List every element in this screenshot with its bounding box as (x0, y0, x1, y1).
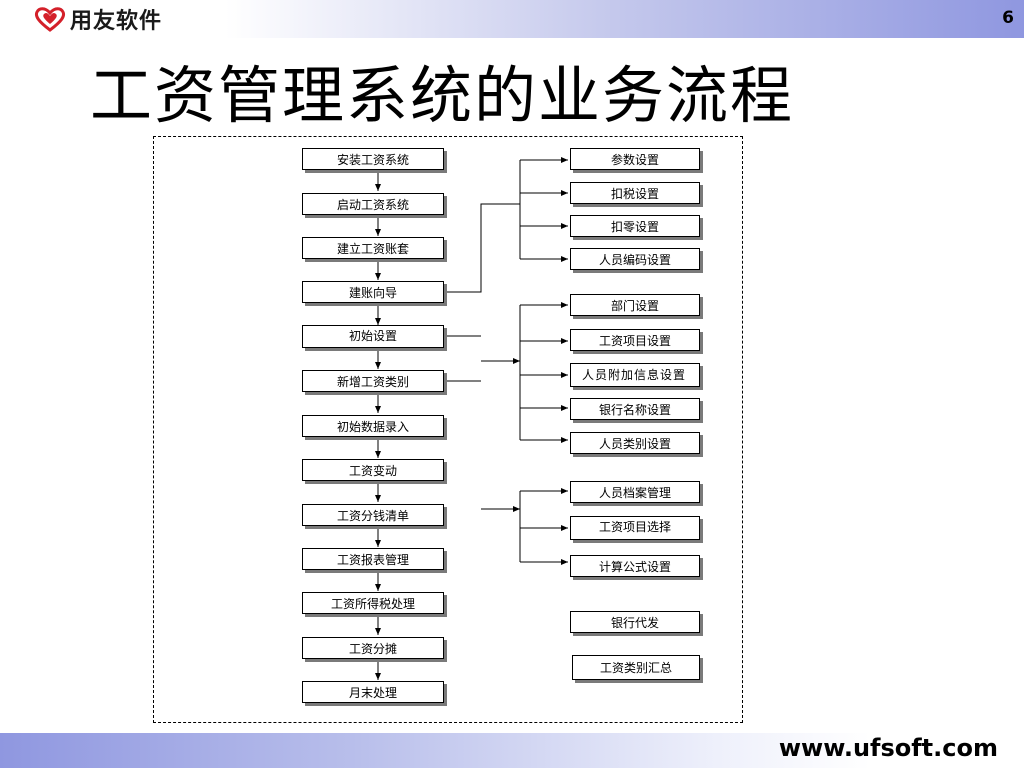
step-income-tax: 工资所得税处理 (302, 592, 444, 614)
brand-name: 用友软件 (70, 9, 163, 34)
bank-payroll: 银行代发 (570, 611, 700, 633)
slide-title: 工资管理系统的业务流程 (90, 59, 795, 132)
heart-logo-icon (34, 7, 66, 32)
step-salary-breakdown: 工资分钱清单 (302, 504, 444, 526)
setting-salary-item: 工资项目设置 (570, 329, 700, 351)
header-band (0, 0, 1024, 38)
salary-item-selection: 工资项目选择 (570, 516, 700, 540)
setting-personnel-category: 人员类别设置 (570, 432, 700, 454)
setting-bank-name: 银行名称设置 (570, 398, 700, 420)
step-initial-data-entry: 初始数据录入 (302, 415, 444, 437)
personnel-file-management: 人员档案管理 (570, 481, 700, 503)
setting-department: 部门设置 (570, 294, 700, 316)
footer-url[interactable]: www.ufsoft.com (778, 734, 998, 762)
step-initial-settings: 初始设置 (302, 325, 444, 348)
setting-parameters: 参数设置 (570, 148, 700, 170)
step-salary-allocation: 工资分摊 (302, 637, 444, 659)
step-month-end: 月末处理 (302, 681, 444, 703)
brand-logo: 用友软件 (34, 6, 163, 34)
step-install: 安装工资系统 (302, 148, 444, 170)
step-new-category: 新增工资类别 (302, 370, 444, 392)
step-start: 启动工资系统 (302, 193, 444, 215)
setting-personnel-code: 人员编码设置 (570, 248, 700, 270)
setting-rounding: 扣零设置 (570, 215, 700, 237)
setting-personnel-extra-info-label: 人员附加信息设置 (582, 367, 687, 382)
step-account-wizard: 建账向导 (302, 281, 444, 303)
formula-settings: 计算公式设置 (570, 555, 700, 577)
salary-category-summary: 工资类别汇总 (572, 655, 700, 680)
footer-band (0, 733, 1024, 768)
diagram-frame (153, 136, 743, 723)
step-create-account: 建立工资账套 (302, 237, 444, 259)
step-report-management: 工资报表管理 (302, 548, 444, 570)
step-salary-change: 工资变动 (302, 459, 444, 481)
setting-personnel-extra-info: 人员附加信息设置 (570, 363, 700, 387)
page-number: 6 (1002, 8, 1014, 28)
setting-tax: 扣税设置 (570, 182, 700, 204)
